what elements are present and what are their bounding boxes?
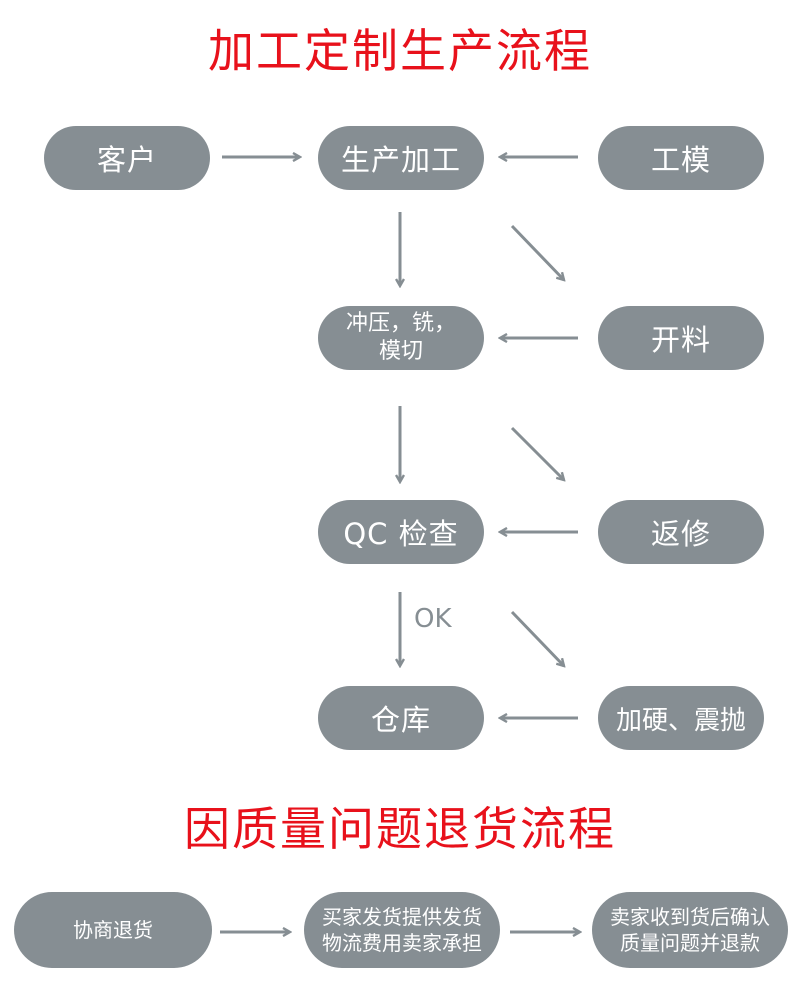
node-cutting-label: 开料	[650, 323, 711, 357]
node-rework-label: 返修	[650, 517, 711, 551]
node-customer: 客户	[44, 126, 210, 190]
node-stamping: 冲压，铣， 模切	[318, 306, 484, 370]
node-production: 生产加工	[318, 126, 484, 190]
node-buyer-ship-label-1: 买家发货提供发货	[322, 905, 482, 929]
node-seller-refund-label-2: 质量问题并退款	[620, 931, 760, 955]
node-stamping-label-2: 模切	[378, 339, 423, 364]
node-customer-label: 客户	[96, 143, 157, 177]
node-tooling: 工模	[598, 126, 764, 190]
edge-label-ok: OK	[414, 604, 452, 634]
node-rework: 返修	[598, 500, 764, 564]
node-stamping-label-1: 冲压，铣，	[345, 311, 456, 336]
custom-process-title: 加工定制生产流程	[208, 24, 592, 78]
node-qc-label: QC 检查	[343, 517, 459, 551]
node-qc: QC 检查	[318, 500, 484, 564]
node-hardening: 加硬、震抛	[598, 686, 764, 750]
node-tooling-label: 工模	[650, 143, 711, 177]
node-hardening-label: 加硬、震抛	[615, 705, 746, 736]
node-buyer-ship-label-2: 物流费用卖家承担	[322, 931, 482, 955]
node-buyer-ship: 买家发货提供发货 物流费用卖家承担	[304, 892, 500, 968]
arrow-stamping-to-rework	[510, 426, 564, 480]
return-process-title: 因质量问题退货流程	[184, 802, 616, 856]
node-warehouse-label: 仓库	[370, 703, 431, 737]
node-warehouse: 仓库	[318, 686, 484, 750]
node-negotiate-label: 协商退货	[73, 918, 153, 942]
node-seller-refund-label-1: 卖家收到货后确认	[610, 905, 770, 929]
node-seller-refund: 卖家收到货后确认 质量问题并退款	[592, 892, 788, 968]
node-negotiate: 协商退货	[14, 892, 212, 968]
arrow-production-to-cutting	[510, 224, 564, 280]
node-production-label: 生产加工	[340, 143, 461, 177]
node-cutting: 开料	[598, 306, 764, 370]
arrow-qc-to-hardening	[510, 610, 564, 666]
